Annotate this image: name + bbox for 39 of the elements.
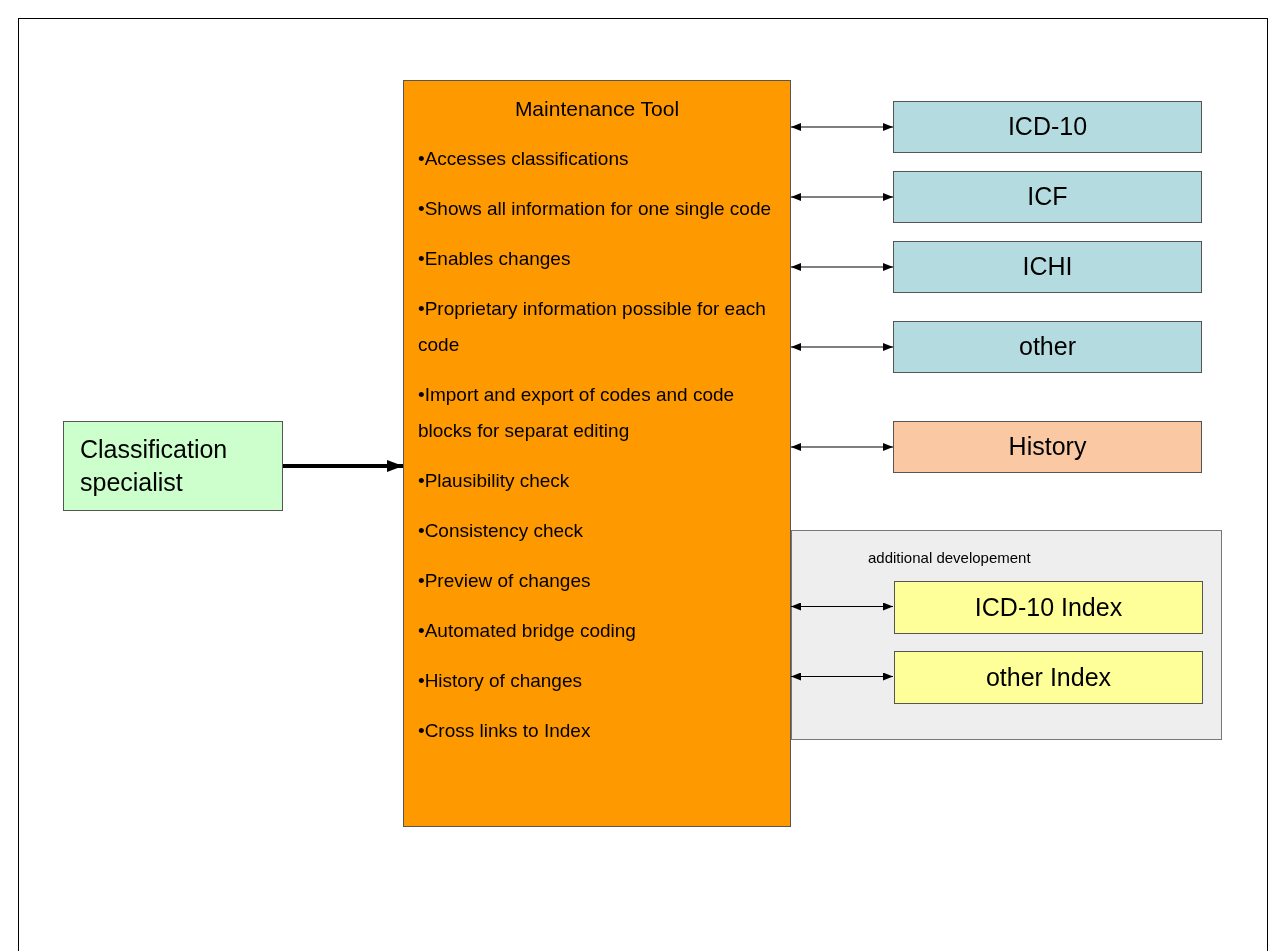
bullet-item: •History of changes (418, 669, 583, 693)
box-label: History (1008, 431, 1087, 463)
arrow (283, 460, 403, 472)
box-label: other Index (985, 661, 1112, 693)
box-label: additional developement (868, 548, 1032, 568)
classification-box (893, 321, 1202, 373)
bullet-item: •Automated bridge coding (418, 619, 637, 643)
classification-box (893, 101, 1202, 153)
arrow (790, 343, 894, 351)
box-label: ICD-10 Index (974, 591, 1123, 623)
bullet-item: •Preview of changes (418, 569, 592, 593)
tool-box (403, 80, 791, 827)
arrow (790, 193, 894, 201)
bullet-item: •Enables changes (418, 247, 572, 271)
box-label: ICD-10 (1007, 111, 1088, 143)
bullet-item: •Shows all information for one single code (418, 197, 773, 221)
bullet-item: •Proprietary information possible for each code (418, 297, 767, 357)
bullet-item: •Accesses classifications (418, 147, 630, 171)
bullet-item: •Cross links to Index (418, 719, 592, 743)
actor-box (63, 421, 283, 511)
box-label: other (1019, 331, 1076, 363)
index-box (894, 581, 1203, 634)
box-label: Classification specialist (80, 434, 229, 498)
group-panel (791, 530, 1222, 740)
bullet-item: •Plausibility check (418, 469, 571, 493)
arrow (790, 123, 894, 131)
bullet-item: •Import and export of codes and code blocks for separat editing (418, 383, 736, 443)
classification-box (893, 171, 1202, 223)
arrow (790, 602, 894, 611)
box-heading: Maintenance Tool (513, 96, 681, 122)
box-label: ICHI (1022, 251, 1073, 283)
classification-box (893, 241, 1202, 293)
box-label: ICF (1027, 181, 1068, 213)
bullet-item: •Consistency check (418, 519, 585, 543)
index-box (894, 651, 1203, 704)
arrow (790, 672, 894, 681)
arrow (790, 443, 894, 451)
history-box (893, 421, 1202, 473)
arrow (790, 263, 894, 271)
